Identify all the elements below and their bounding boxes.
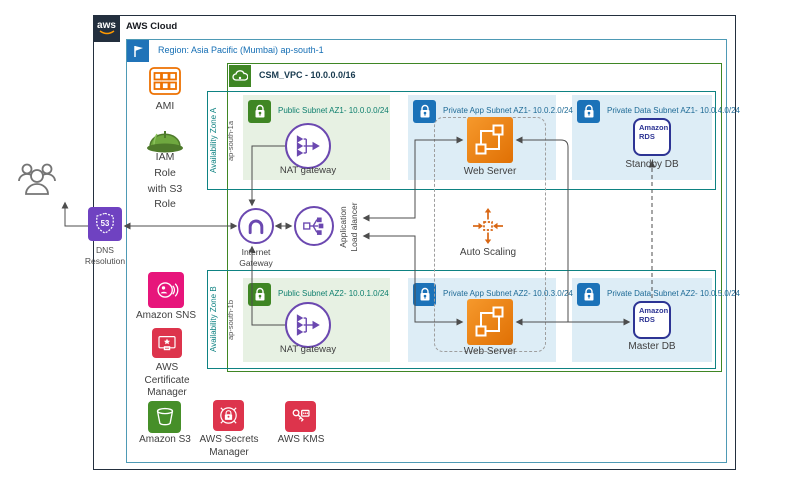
sns-label: Amazon SNS [135,310,197,321]
s3-icon [148,401,181,433]
route53-dns-icon: 53 [88,207,122,241]
public-subnet-az1-title: Public Subnet AZ1- 10.0.0.0/24 [278,106,389,115]
public-subnet-az2-title: Public Subnet AZ2- 10.0.1.0/24 [278,289,389,298]
region-container [126,39,727,463]
aws-cloud-container [93,15,736,470]
rds-standby-icon-text: Amazon RDS [639,123,669,141]
iam-role-label: IAM Role with S3 Role [147,151,183,211]
nat-gateway-az1-icon [285,123,331,169]
s3-label: Amazon S3 [139,434,191,445]
private-app-subnet-az1-lock-icon [413,100,436,123]
aws-logo-text: aws [97,20,116,31]
region-flag-icon [127,40,149,62]
rds-standby-icon: Amazon RDS [633,118,671,156]
rds-standby-label: Standby DB [625,159,679,170]
aws-logo: aws [93,15,120,42]
private-data-subnet-az2-lock-icon [577,283,600,306]
rds-master-label: Master DB [628,341,676,352]
secrets-manager-label: AWS Secrets Manager [199,434,259,458]
nat-gateway-az2-label: NAT gateway [279,344,337,355]
sns-icon [148,272,184,308]
svg-text:53: 53 [101,219,110,228]
web-server-az2-label: Web Server [463,346,517,357]
iam-role-icon [144,122,186,154]
availability-zone-b-label: Availability Zone B [209,286,218,353]
private-data-subnet-az2-title: Private Data Subnet AZ2- 10.0.5.0/24 [607,289,740,298]
nat-gateway-az2-icon [285,302,331,348]
acm-icon [152,328,182,358]
load-balancer-label: Application Load alancer [338,202,359,252]
dns-resolution-label: DNS Resolution [84,245,126,266]
aws-cloud-label: AWS Cloud [126,21,178,32]
nat-gateway-az1-label: NAT gateway [279,165,337,176]
private-app-subnet-az1-title: Private App Subnet AZ1- 10.0.2.0/24 [443,106,573,115]
rds-master-icon-text: Amazon RDS [639,306,669,324]
web-server-az1-icon [467,117,513,163]
rds-master-icon: Amazon RDS [633,301,671,339]
ami-label: AMI [155,100,175,112]
vpc-container [227,63,722,372]
auto-scaling-icon [468,206,508,246]
vpc-label: CSM_VPC - 10.0.0.0/16 [259,70,356,80]
az-b-code-label: ap-south-1b [226,299,235,340]
public-subnet-az1-lock-icon [248,100,271,123]
internet-gateway-label: Internet Gateway [239,247,273,268]
public-subnet-az2-lock-icon [248,283,271,306]
aws-smile-icon [99,30,114,35]
users-icon [15,160,59,202]
web-server-az2-icon [467,299,513,345]
acm-label: AWS Certificate Manager [144,362,190,398]
private-app-subnet-az2-title: Private App Subnet AZ2- 10.0.3.0/24 [443,289,573,298]
region-label: Region: Asia Pacific (Mumbai) ap-south-1 [158,45,324,55]
auto-scaling-label: Auto Scaling [459,247,517,258]
vpc-icon [229,65,251,87]
private-app-subnet-az2-lock-icon [413,283,436,306]
line-dns-to-users [61,201,88,227]
kms-label: AWS KMS [277,434,325,445]
private-data-subnet-az1-title: Private Data Subnet AZ1- 10.0.4.0/24 [607,106,740,115]
availability-zone-a-label: Availability Zone A [209,107,218,174]
az-a-code-label: ap-south-1a [226,120,235,161]
private-data-subnet-az1-lock-icon [577,100,600,123]
ami-icon [148,64,182,98]
load-balancer-icon [294,206,334,246]
internet-gateway-icon [238,208,274,244]
kms-icon [285,401,316,432]
web-server-az1-label: Web Server [463,166,517,177]
secrets-manager-icon [213,400,244,431]
